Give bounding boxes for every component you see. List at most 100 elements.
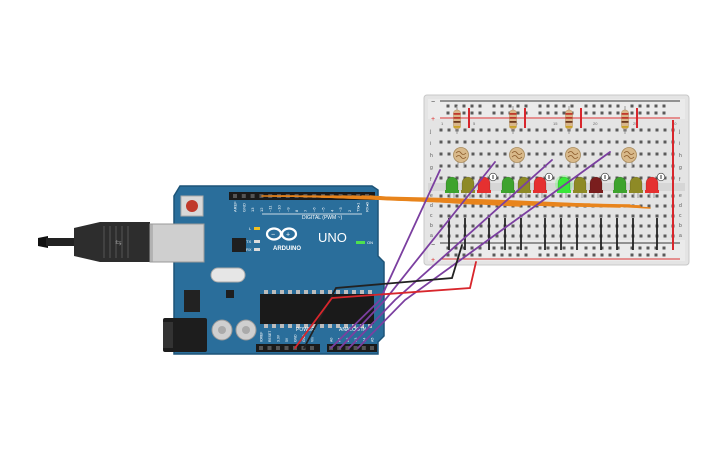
breadboard-hole[interactable] <box>583 152 587 156</box>
breadboard-hole[interactable] <box>551 128 555 132</box>
info-icon[interactable] <box>544 172 554 182</box>
breadboard-hole[interactable] <box>663 152 667 156</box>
rail-hole[interactable] <box>608 111 612 115</box>
breadboard-hole[interactable] <box>439 204 443 208</box>
rail-hole[interactable] <box>554 253 558 257</box>
breadboard-hole[interactable] <box>455 164 459 168</box>
breadboard-hole[interactable] <box>615 164 619 168</box>
rail-hole[interactable] <box>454 253 458 257</box>
breadboard-hole[interactable] <box>535 164 539 168</box>
breadboard-hole[interactable] <box>471 234 475 238</box>
rail-hole[interactable] <box>446 253 450 257</box>
breadboard-hole[interactable] <box>623 140 627 144</box>
rail-hole[interactable] <box>462 111 466 115</box>
info-icon[interactable] <box>656 172 666 182</box>
breadboard-hole[interactable] <box>503 152 507 156</box>
breadboard-hole[interactable] <box>607 140 611 144</box>
breadboard-hole[interactable] <box>463 214 467 218</box>
breadboard-hole[interactable] <box>543 140 547 144</box>
rail-hole[interactable] <box>592 246 596 250</box>
rail-hole[interactable] <box>638 246 642 250</box>
breadboard-hole[interactable] <box>615 140 619 144</box>
breadboard-hole[interactable] <box>551 234 555 238</box>
rail-hole[interactable] <box>584 104 588 108</box>
breadboard-hole[interactable] <box>599 176 603 180</box>
breadboard-hole[interactable] <box>583 194 587 198</box>
rail-hole[interactable] <box>524 253 528 257</box>
breadboard-hole[interactable] <box>447 152 451 156</box>
breadboard-hole[interactable] <box>623 176 627 180</box>
breadboard-hole[interactable] <box>623 194 627 198</box>
breadboard-hole[interactable] <box>479 140 483 144</box>
breadboard-hole[interactable] <box>647 194 651 198</box>
rail-hole[interactable] <box>592 253 596 257</box>
led[interactable] <box>533 176 547 198</box>
purple-analog-wire-a0[interactable] <box>330 169 441 349</box>
rail-hole[interactable] <box>592 104 596 108</box>
breadboard-hole[interactable] <box>647 140 651 144</box>
rail-hole[interactable] <box>654 246 658 250</box>
power-pin-hole[interactable] <box>284 346 289 350</box>
led[interactable] <box>645 176 659 198</box>
rail-hole[interactable] <box>508 253 512 257</box>
breadboard-hole[interactable] <box>535 128 539 132</box>
breadboard-hole[interactable] <box>615 214 619 218</box>
breadboard-hole[interactable] <box>583 234 587 238</box>
breadboard-hole[interactable] <box>607 176 611 180</box>
breadboard-hole[interactable] <box>647 214 651 218</box>
rail-hole[interactable] <box>570 246 574 250</box>
breadboard-hole[interactable] <box>559 214 563 218</box>
breadboard-hole[interactable] <box>447 128 451 132</box>
breadboard-hole[interactable] <box>471 128 475 132</box>
breadboard-hole[interactable] <box>487 128 491 132</box>
breadboard-hole[interactable] <box>623 164 627 168</box>
breadboard-hole[interactable] <box>551 214 555 218</box>
breadboard-hole[interactable] <box>591 140 595 144</box>
breadboard-hole[interactable] <box>439 224 443 228</box>
analog-pin-hole[interactable] <box>361 346 366 350</box>
breadboard-hole[interactable] <box>527 128 531 132</box>
breadboard-hole[interactable] <box>543 128 547 132</box>
rail-hole[interactable] <box>562 104 566 108</box>
breadboard-hole[interactable] <box>631 214 635 218</box>
rail-hole[interactable] <box>470 253 474 257</box>
breadboard-hole[interactable] <box>519 140 523 144</box>
rail-hole[interactable] <box>600 111 604 115</box>
rail-hole[interactable] <box>630 111 634 115</box>
breadboard-hole[interactable] <box>583 164 587 168</box>
breadboard-hole[interactable] <box>663 234 667 238</box>
breadboard-hole[interactable] <box>471 176 475 180</box>
rail-hole[interactable] <box>492 253 496 257</box>
rail-hole[interactable] <box>538 104 542 108</box>
breadboard-hole[interactable] <box>591 234 595 238</box>
breadboard-hole[interactable] <box>439 194 443 198</box>
breadboard-hole[interactable] <box>631 128 635 132</box>
rail-hole[interactable] <box>524 104 528 108</box>
breadboard-hole[interactable] <box>495 224 499 228</box>
breadboard-hole[interactable] <box>527 194 531 198</box>
breadboard-hole[interactable] <box>495 194 499 198</box>
rail-hole[interactable] <box>638 253 642 257</box>
breadboard-hole[interactable] <box>511 234 515 238</box>
breadboard-hole[interactable] <box>567 164 571 168</box>
breadboard-hole[interactable] <box>591 152 595 156</box>
analog-pin-hole[interactable] <box>370 346 374 350</box>
rail-hole[interactable] <box>630 104 634 108</box>
breadboard-hole[interactable] <box>559 194 563 198</box>
rail-hole[interactable] <box>662 104 666 108</box>
breadboard-hole[interactable] <box>551 152 555 156</box>
breadboard-hole[interactable] <box>455 234 459 238</box>
rail-hole[interactable] <box>630 246 634 250</box>
rail-hole[interactable] <box>462 104 466 108</box>
breadboard-hole[interactable] <box>503 140 507 144</box>
breadboard-hole[interactable] <box>599 164 603 168</box>
breadboard-hole[interactable] <box>503 204 507 208</box>
led[interactable] <box>613 176 627 198</box>
breadboard-hole[interactable] <box>607 224 611 228</box>
breadboard-hole[interactable] <box>623 214 627 218</box>
rail-hole[interactable] <box>462 246 466 250</box>
digital-pin-hole[interactable] <box>241 194 246 198</box>
breadboard-hole[interactable] <box>447 204 451 208</box>
rail-hole[interactable] <box>500 253 504 257</box>
breadboard-hole[interactable] <box>511 214 515 218</box>
